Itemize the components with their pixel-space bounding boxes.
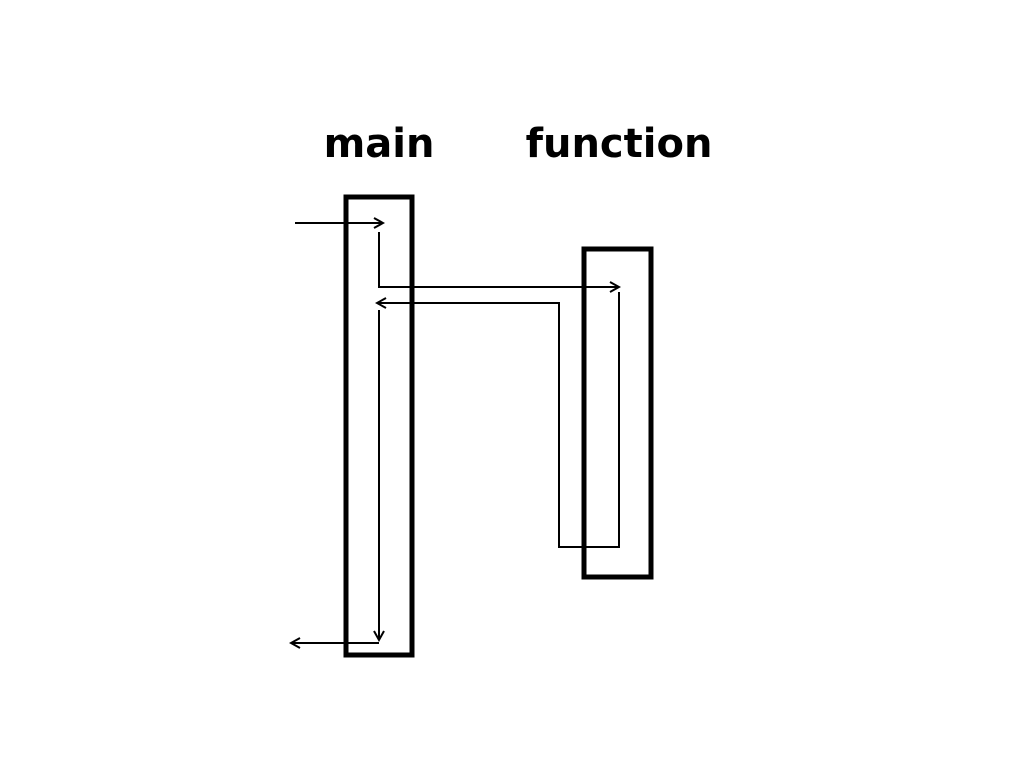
main-label: main bbox=[324, 121, 435, 167]
function-label: function bbox=[526, 121, 713, 167]
call-arrow bbox=[378, 232, 619, 287]
function-lifeline-box bbox=[581, 246, 654, 580]
main-lifeline-box bbox=[343, 194, 415, 658]
return-arrow bbox=[377, 292, 620, 548]
